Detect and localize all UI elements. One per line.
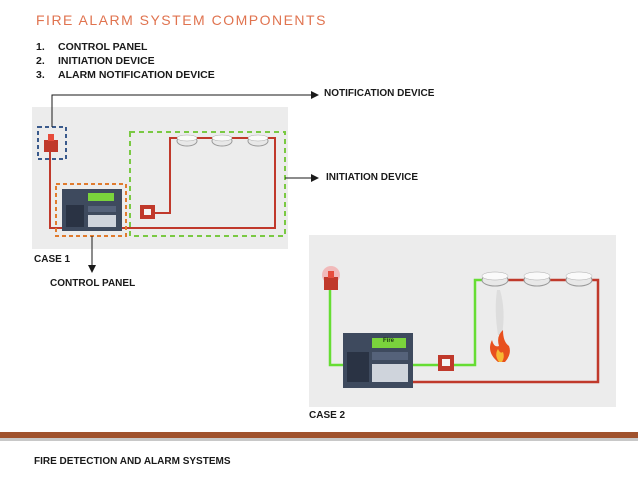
control-panel-icon — [62, 189, 122, 231]
notification-device-label: NOTIFICATION DEVICE — [324, 88, 435, 99]
smoke-detector-icon — [247, 134, 269, 147]
smoke-detector-icon — [523, 271, 551, 287]
footer-bar-shadow — [0, 438, 638, 441]
case2-label: CASE 2 — [309, 410, 346, 421]
strobe-icon — [44, 134, 58, 152]
strobe-icon — [322, 266, 340, 290]
list-item: 3. ALARM NOTIFICATION DEVICE — [36, 68, 215, 82]
components-list: 1. CONTROL PANEL 2. INITIATION DEVICE 3.… — [36, 40, 215, 82]
smoke-detector-icon — [211, 134, 233, 147]
list-label: CONTROL PANEL — [58, 41, 148, 53]
initiation-device-label: INITIATION DEVICE — [326, 172, 419, 183]
control-panel-icon — [343, 333, 413, 388]
case1-label: CASE 1 — [34, 254, 71, 265]
fire-icon — [490, 330, 510, 362]
smoke-detector-icon — [565, 271, 593, 287]
list-item: 1. CONTROL PANEL — [36, 40, 215, 54]
control-panel-highlight-box — [55, 183, 127, 237]
slide-title: FIRE ALARM SYSTEM COMPONENTS — [36, 12, 327, 28]
smoke-detector-icon — [176, 134, 198, 147]
initiation-highlight-box — [129, 131, 286, 237]
footer-bar — [0, 432, 638, 438]
panel-display-text: Fire — [383, 338, 395, 344]
smoke-plume — [495, 290, 504, 335]
list-label: ALARM NOTIFICATION DEVICE — [58, 69, 215, 81]
list-number: 3. — [36, 69, 45, 81]
control-panel-label: CONTROL PANEL — [50, 278, 136, 289]
manual-call-point-icon — [438, 355, 454, 371]
footer-text: FIRE DETECTION AND ALARM SYSTEMS — [34, 456, 231, 467]
notification-arrow — [51, 91, 319, 127]
smoke-detector-icon — [481, 271, 509, 287]
list-number: 2. — [36, 55, 45, 67]
list-number: 1. — [36, 41, 45, 53]
list-item: 2. INITIATION DEVICE — [36, 54, 215, 68]
manual-call-point-icon — [140, 205, 155, 219]
list-label: INITIATION DEVICE — [58, 55, 155, 67]
